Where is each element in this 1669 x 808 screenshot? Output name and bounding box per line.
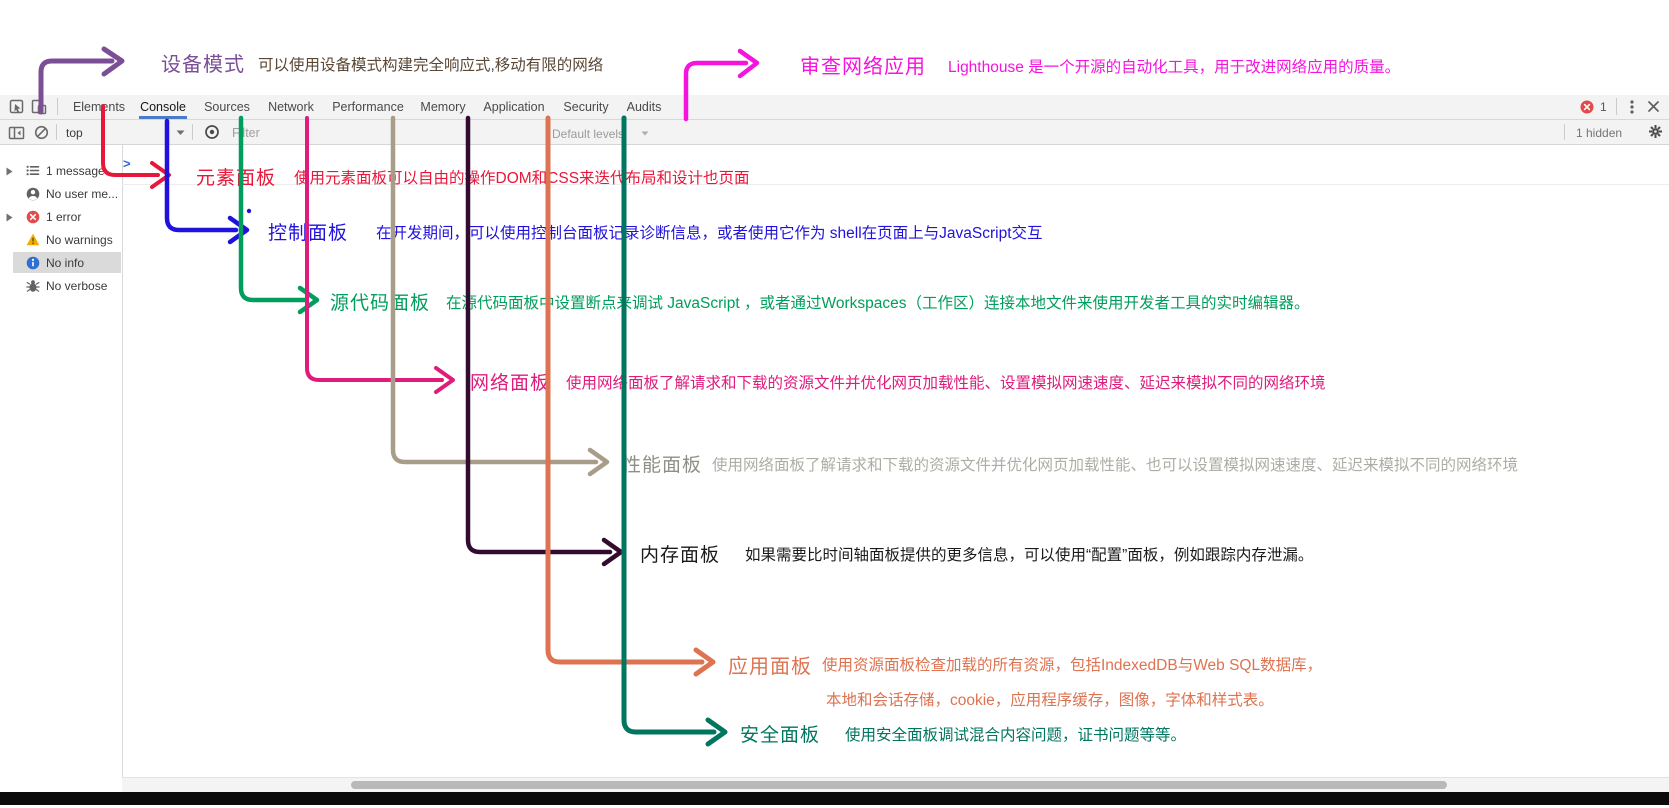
sidebar-item-verbose[interactable]: No verbose — [0, 275, 121, 297]
toolbar-separator — [1564, 124, 1565, 140]
horizontal-scrollbar-thumb[interactable] — [351, 781, 1447, 789]
inspect-element-icon[interactable] — [9, 99, 25, 115]
tab-network[interactable]: Network — [268, 100, 314, 114]
toolbar-separator — [57, 98, 58, 115]
sidebar-item-label: No verbose — [46, 279, 108, 293]
console-row-separator — [122, 184, 1669, 185]
annotation-title-memory: 内存面板 — [640, 545, 721, 566]
sidebar-item-messages[interactable]: 1 message — [0, 160, 121, 182]
annotation-desc-application-line1: 使用资源面板检查加载的所有资源，包括IndexedDB与Web SQL数据库， — [822, 657, 1323, 674]
sidebar-item-label: No info — [46, 256, 85, 270]
annotation-desc-memory: 如果需要比时间轴面板提供的更多信息，可以使用“配置”面板，例如跟踪内存泄漏。 — [745, 547, 1314, 564]
tab-security[interactable]: Security — [563, 100, 609, 114]
annotation-desc-application-line2: 本地和会话存储，cookie，应用程序缓存，图像，字体和样式表。 — [826, 692, 1274, 709]
annotation-desc-performance: 使用网络面板了解请求和下载的资源文件并优化网页加载性能、也可以设置模拟网速速度、… — [712, 457, 1519, 474]
tab-audits[interactable]: Audits — [626, 100, 662, 114]
clear-console-icon[interactable] — [34, 125, 49, 140]
message-list-icon — [26, 164, 40, 177]
bottom-black-bar — [0, 792, 1669, 805]
selected-row-highlight — [13, 252, 121, 273]
gear-icon[interactable] — [1648, 124, 1663, 139]
expander-triangle-icon[interactable] — [6, 213, 13, 222]
devtools-main-toolbar: Elements Console Sources Network Perform… — [0, 95, 1669, 120]
tab-memory[interactable]: Memory — [420, 100, 466, 114]
arrow-sources — [238, 115, 320, 315]
annotation-title-application: 应用面板 — [728, 656, 812, 678]
close-icon[interactable] — [1647, 100, 1660, 113]
tab-application[interactable]: Application — [483, 100, 545, 114]
tab-elements[interactable]: Elements — [72, 100, 126, 114]
error-count-badge-icon[interactable] — [1580, 100, 1594, 114]
toolbar-separator — [192, 124, 193, 140]
annotation-desc-network: 使用网络面板了解请求和下载的资源文件并优化网页加载性能、设置模拟网速速度、延迟来… — [566, 375, 1326, 392]
verbose-bug-icon — [26, 279, 40, 293]
annotation-desc-device-mode: 可以使用设备模式构建完全响应式,移动有限的网络 — [258, 57, 604, 74]
default-levels-dropdown[interactable]: Default levels — [552, 127, 625, 141]
sidebar-item-errors[interactable]: 1 error — [0, 206, 121, 228]
console-sidebar: 1 message No user me... — [0, 145, 123, 777]
context-selector[interactable]: top — [66, 126, 83, 140]
eye-icon[interactable] — [204, 124, 220, 140]
tab-performance[interactable]: Performance — [332, 100, 404, 114]
sidebar-item-label: No user me... — [46, 187, 119, 201]
user-message-icon — [26, 187, 40, 201]
arrow-network — [305, 116, 455, 394]
annotation-title-elements: 元素面板 — [196, 168, 277, 189]
annotation-desc-console: 在开发期间，可以使用控制台面板记录诊断信息，或者使用它作为 shell在页面上与… — [376, 225, 1043, 242]
device-toolbar-icon[interactable] — [31, 99, 48, 115]
annotation-title-performance: 性能面板 — [622, 455, 703, 476]
tab-sources[interactable]: Sources — [204, 100, 250, 114]
kebab-menu-icon[interactable] — [1629, 99, 1635, 115]
sidebar-item-warnings[interactable]: No warnings — [0, 229, 121, 251]
error-icon — [26, 210, 40, 224]
tab-console[interactable]: Console — [140, 100, 186, 114]
console-sidebar-toggle-icon[interactable] — [8, 126, 25, 140]
annotation-title-console: 控制面板 — [268, 223, 349, 244]
annotation-title-sources: 源代码面板 — [330, 293, 431, 314]
arrow-application — [545, 115, 716, 677]
annotation-desc-elements: 使用元素面板可以自由的操作DOM和CSS来迭代布局和设计也页面 — [294, 170, 750, 187]
expander-triangle-icon[interactable] — [6, 167, 13, 176]
sidebar-item-label: 1 message — [46, 164, 105, 178]
annotation-desc-audits: Lighthouse 是一个开源的自动化工具，用于改进网络应用的质量。 — [948, 59, 1401, 76]
annotation-title-network: 网络面板 — [470, 373, 551, 394]
sidebar-item-label: 1 error — [46, 210, 82, 224]
toolbar-separator — [1616, 98, 1617, 115]
sidebar-item-info[interactable]: No info — [0, 252, 121, 274]
active-tab-underline — [139, 116, 187, 119]
annotation-title-device-mode: 设备模式 — [161, 54, 245, 76]
toolbar-separator — [56, 124, 57, 140]
annotation-desc-security: 使用安全面板调试混合内容问题，证书问题等等。 — [845, 727, 1187, 744]
annotation-title-audits: 审查网络应用 — [800, 56, 926, 78]
annotation-title-security: 安全面板 — [740, 725, 821, 746]
console-prompt[interactable]: > — [123, 156, 131, 171]
chevron-down-icon[interactable] — [641, 131, 649, 136]
arrow-security — [621, 115, 728, 747]
filter-input[interactable] — [230, 123, 534, 143]
info-icon — [26, 256, 40, 270]
error-count-label: 1 — [1600, 100, 1607, 114]
annotation-desc-sources: 在源代码面板中设置断点来调试 JavaScript ，或者通过Workspace… — [446, 295, 1310, 312]
sidebar-item-user-messages[interactable]: No user me... — [0, 183, 121, 205]
hidden-count-label: 1 hidden — [1576, 126, 1623, 140]
warning-icon — [26, 233, 40, 246]
chevron-down-icon[interactable] — [176, 130, 185, 136]
stray-ink-dot — [246, 208, 252, 214]
sidebar-item-label: No warnings — [46, 233, 113, 247]
